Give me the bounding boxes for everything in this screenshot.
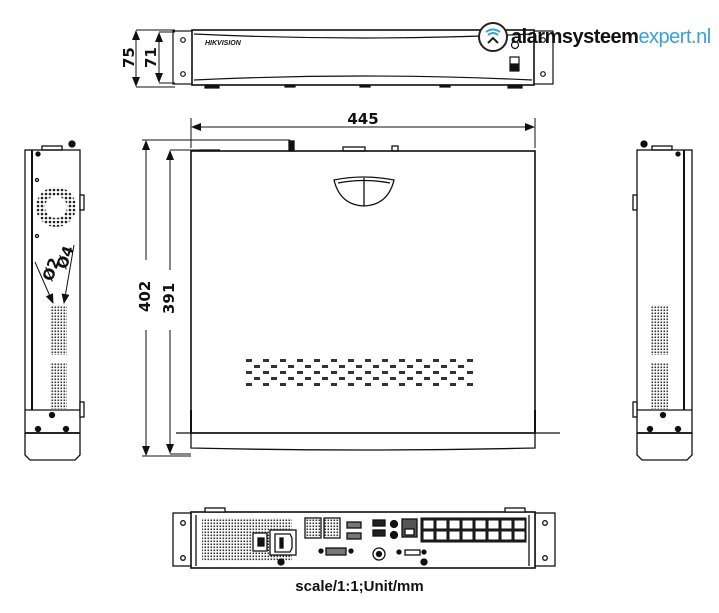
dim-height-overall: 75 — [120, 47, 138, 68]
watermark-strong-text: alarmsysteem — [511, 25, 639, 48]
watermark-logo: alarmsysteemexpert.nl — [478, 22, 711, 52]
dim-depth-overall: 402 — [136, 281, 154, 312]
brand-label: HIKVISION — [205, 40, 242, 47]
dim-depth-body: 391 — [160, 283, 178, 314]
left-side-view — [24, 140, 85, 461]
watermark-light-text: expert.nl — [638, 25, 711, 48]
front-view — [172, 29, 554, 89]
top-view — [176, 118, 560, 451]
dim-height-body: 71 — [142, 47, 160, 68]
right-side-view — [632, 140, 693, 461]
scale-caption: scale/1:1;Unit/mm — [295, 578, 424, 595]
front-height-dimensions — [132, 29, 175, 88]
depth-dimensions — [142, 139, 290, 457]
rear-view — [172, 507, 556, 569]
dim-width: 445 — [347, 110, 378, 128]
poe-port-block — [420, 517, 527, 543]
alarm-logo-icon — [478, 22, 508, 52]
top-vent-slots — [246, 359, 473, 386]
